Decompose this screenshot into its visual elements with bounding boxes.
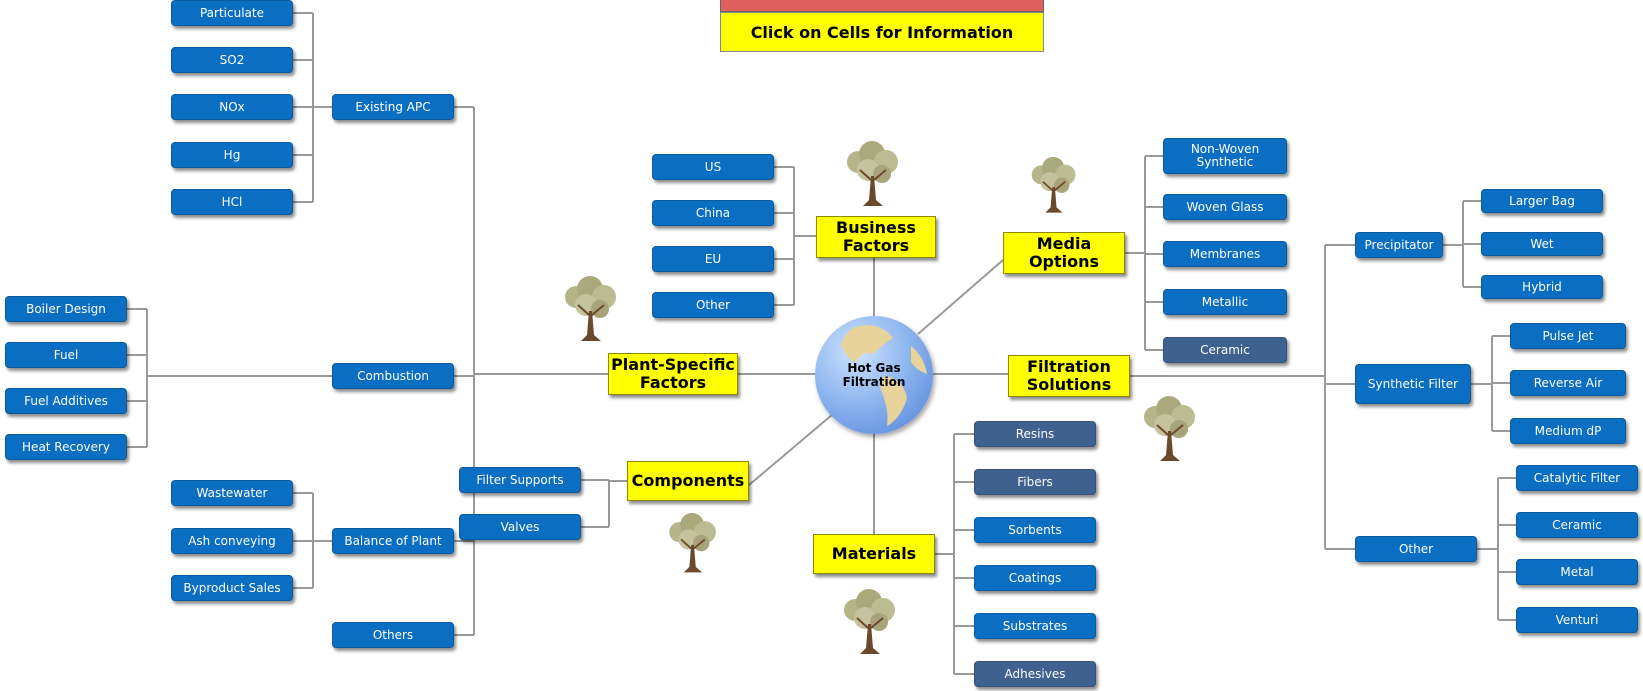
node-business-other[interactable]: Other bbox=[652, 292, 774, 318]
node-non-woven-synthetic[interactable]: Non-Woven Synthetic bbox=[1163, 138, 1287, 174]
hub-filtration-solutions[interactable]: Filtration Solutions bbox=[1008, 355, 1130, 397]
node-adhesives[interactable]: Adhesives bbox=[974, 661, 1096, 687]
center-globe-node[interactable]: Hot Gas Filtration bbox=[815, 316, 933, 434]
node-reverse-air[interactable]: Reverse Air bbox=[1510, 370, 1626, 396]
hub-media-options[interactable]: Media Options bbox=[1003, 232, 1125, 274]
hub-plant-specific-factors[interactable]: Plant-Specific Factors bbox=[608, 353, 738, 395]
node-membranes[interactable]: Membranes bbox=[1163, 241, 1287, 267]
node-filter-supports[interactable]: Filter Supports bbox=[459, 467, 581, 493]
node-fuel[interactable]: Fuel bbox=[5, 342, 127, 368]
node-balance-of-plant[interactable]: Balance of Plant bbox=[332, 528, 454, 554]
hub-business-factors[interactable]: Business Factors bbox=[816, 216, 936, 258]
node-filtration-other[interactable]: Other bbox=[1355, 536, 1477, 562]
node-so2[interactable]: SO2 bbox=[171, 47, 293, 73]
node-pulse-jet[interactable]: Pulse Jet bbox=[1510, 323, 1626, 349]
instruction-banner: Click on Cells for Information bbox=[720, 12, 1044, 52]
node-existing-apc[interactable]: Existing APC bbox=[332, 94, 454, 120]
node-woven-glass[interactable]: Woven Glass bbox=[1163, 194, 1287, 220]
tree-icon bbox=[847, 141, 898, 206]
node-hcl[interactable]: HCl bbox=[171, 189, 293, 215]
tree-icon bbox=[1144, 396, 1195, 461]
globe-icon bbox=[815, 316, 933, 434]
node-larger-bag[interactable]: Larger Bag bbox=[1481, 189, 1603, 213]
node-us[interactable]: US bbox=[652, 154, 774, 180]
connector-line bbox=[917, 259, 1004, 335]
node-others[interactable]: Others bbox=[332, 622, 454, 648]
node-fuel-additives[interactable]: Fuel Additives bbox=[5, 388, 127, 414]
node-nox[interactable]: NOx bbox=[171, 94, 293, 120]
node-sorbents[interactable]: Sorbents bbox=[974, 517, 1096, 543]
node-metallic[interactable]: Metallic bbox=[1163, 289, 1287, 315]
node-synthetic-filter[interactable]: Synthetic Filter bbox=[1355, 364, 1471, 404]
node-heat-recovery[interactable]: Heat Recovery bbox=[5, 434, 127, 460]
node-fibers[interactable]: Fibers bbox=[974, 469, 1096, 495]
node-catalytic-filter[interactable]: Catalytic Filter bbox=[1516, 465, 1638, 491]
node-boiler-design[interactable]: Boiler Design bbox=[5, 296, 127, 322]
node-substrates[interactable]: Substrates bbox=[974, 613, 1096, 639]
node-wastewater[interactable]: Wastewater bbox=[171, 480, 293, 506]
hub-components[interactable]: Components bbox=[627, 461, 749, 501]
node-byproduct-sales[interactable]: Byproduct Sales bbox=[171, 575, 293, 601]
node-venturi[interactable]: Venturi bbox=[1516, 607, 1638, 633]
tree-icon bbox=[565, 276, 616, 341]
tree-icon bbox=[844, 589, 895, 654]
node-medium-dp[interactable]: Medium dP bbox=[1510, 418, 1626, 444]
node-media-ceramic[interactable]: Ceramic bbox=[1163, 337, 1287, 363]
tree-icon bbox=[669, 512, 716, 573]
node-particulate[interactable]: Particulate bbox=[171, 0, 293, 26]
node-filtration-ceramic[interactable]: Ceramic bbox=[1516, 512, 1638, 538]
node-metal[interactable]: Metal bbox=[1516, 559, 1638, 585]
node-hg[interactable]: Hg bbox=[171, 142, 293, 168]
hub-materials[interactable]: Materials bbox=[813, 534, 935, 574]
connector-line bbox=[748, 413, 834, 486]
node-coatings[interactable]: Coatings bbox=[974, 565, 1096, 591]
node-wet[interactable]: Wet bbox=[1481, 232, 1603, 256]
node-china[interactable]: China bbox=[652, 200, 774, 226]
node-valves[interactable]: Valves bbox=[459, 514, 581, 540]
node-precipitator[interactable]: Precipitator bbox=[1355, 232, 1443, 258]
node-eu[interactable]: EU bbox=[652, 246, 774, 272]
node-resins[interactable]: Resins bbox=[974, 421, 1096, 447]
center-label: Hot Gas Filtration bbox=[842, 361, 906, 389]
node-hybrid[interactable]: Hybrid bbox=[1481, 275, 1603, 299]
header-banner bbox=[720, 0, 1044, 12]
node-combustion[interactable]: Combustion bbox=[332, 363, 454, 389]
tree-icon bbox=[1031, 156, 1076, 213]
node-ash-conveying[interactable]: Ash conveying bbox=[171, 528, 293, 554]
